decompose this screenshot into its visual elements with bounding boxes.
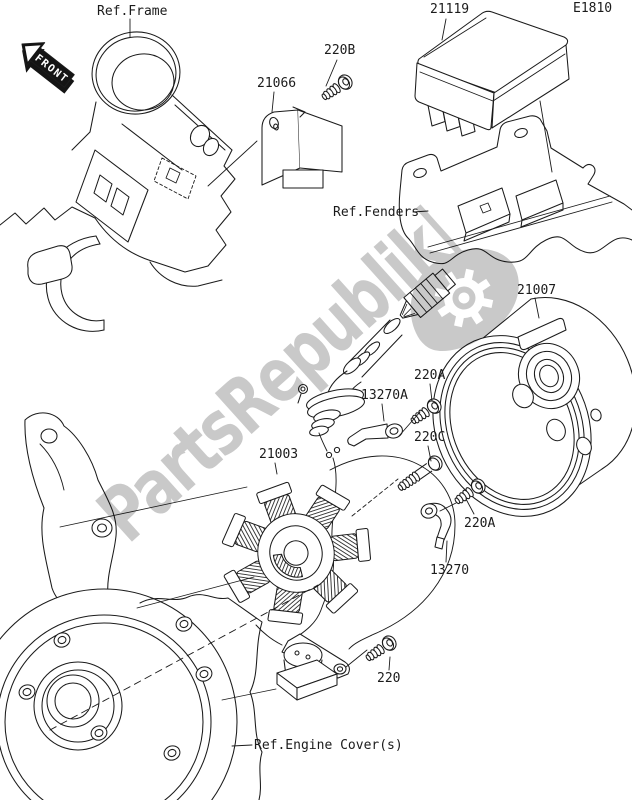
label-part-220a-lower[interactable]: 220A bbox=[464, 516, 496, 531]
flywheel-rotor-drawing bbox=[432, 296, 632, 517]
label-part-21119[interactable]: 21119 bbox=[430, 2, 470, 17]
screw-220-drawing bbox=[362, 632, 400, 666]
hook-bracket-13270-drawing bbox=[420, 502, 452, 550]
screw-220b-drawing bbox=[318, 71, 356, 105]
label-part-21007[interactable]: 21007 bbox=[517, 283, 557, 298]
engine-cover-drawing bbox=[0, 412, 319, 800]
bolt-220c-drawing bbox=[394, 452, 446, 496]
leader-lines bbox=[129, 18, 540, 747]
label-part-13270[interactable]: 13270 bbox=[430, 563, 470, 578]
label-ref-frame: Ref.Frame bbox=[97, 4, 168, 19]
label-ref-fenders: Ref.Fenders bbox=[333, 205, 420, 220]
label-part-21066[interactable]: 21066 bbox=[257, 76, 297, 91]
front-arrow: FRONT bbox=[21, 42, 75, 94]
frame-steering-head-drawing bbox=[0, 31, 236, 332]
label-part-21003[interactable]: 21003 bbox=[259, 447, 299, 462]
label-part-220b[interactable]: 220B bbox=[324, 43, 356, 58]
label-part-13270a[interactable]: 13270A bbox=[361, 388, 408, 403]
label-part-220c[interactable]: 220C bbox=[414, 430, 446, 445]
fender-bracket-drawing bbox=[398, 115, 632, 265]
stator-coil-drawing bbox=[221, 481, 372, 625]
cdi-unit-drawing bbox=[414, 10, 570, 173]
clamp-13270a-drawing bbox=[347, 423, 403, 447]
label-ref-engine-covers: Ref.Engine Cover(s) bbox=[254, 738, 403, 753]
label-part-220a-upper[interactable]: 220A bbox=[414, 368, 446, 383]
igniter-bracket-drawing bbox=[207, 106, 343, 189]
label-part-220[interactable]: 220 bbox=[377, 671, 401, 686]
label-diagram-code-e1810: E1810 bbox=[573, 1, 613, 16]
pickup-coil-drawing bbox=[276, 633, 368, 701]
